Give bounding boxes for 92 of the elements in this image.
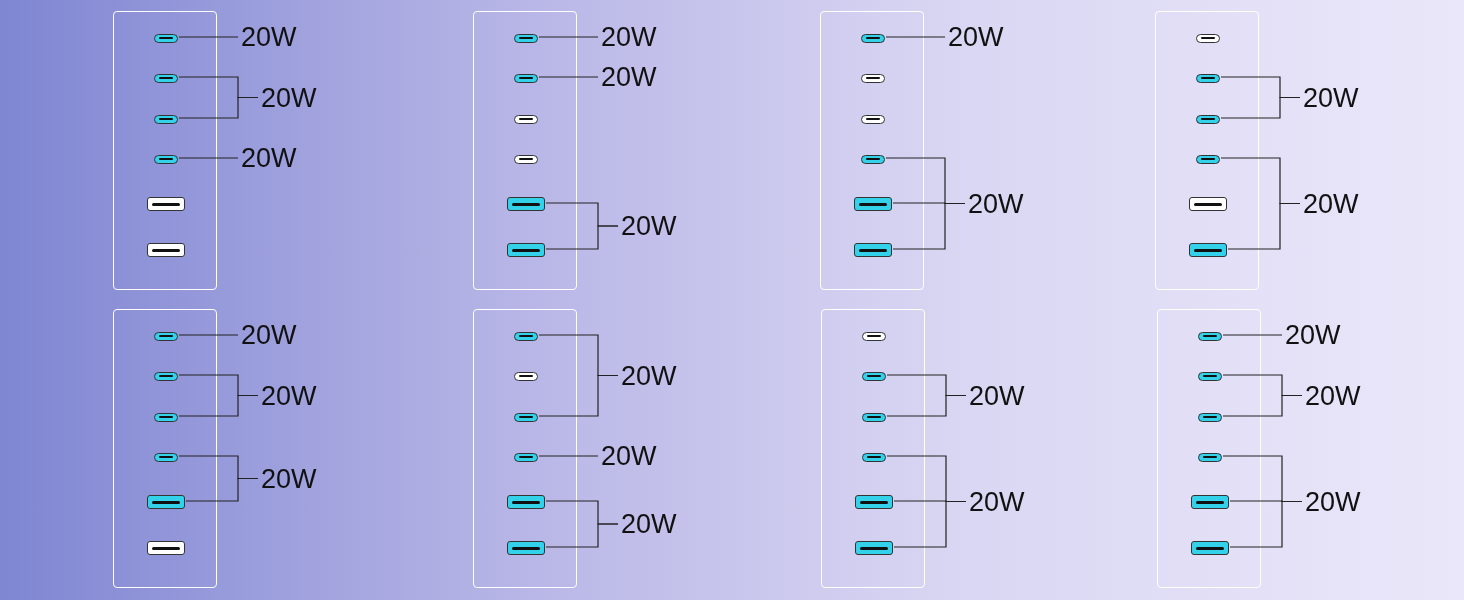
usb-a-port [1191, 495, 1229, 509]
usb-c-port [1196, 33, 1220, 43]
power-label: 20W [241, 143, 297, 173]
usb-a-port [1189, 243, 1227, 257]
usb-c-port [514, 331, 538, 341]
power-label: 20W [241, 22, 297, 52]
connector-line [545, 523, 619, 548]
usb-c-port [514, 33, 538, 43]
connector-line [178, 334, 239, 336]
power-label: 20W [969, 486, 1025, 517]
usb-a-port [147, 495, 185, 509]
usb-c-port [514, 452, 538, 462]
usb-a-port [1191, 541, 1229, 555]
power-label: 20W [241, 320, 297, 350]
port-panel [473, 11, 577, 290]
power-label: 20W [968, 188, 1024, 219]
port-panel [113, 11, 217, 290]
usb-c-port [514, 371, 538, 381]
usb-c-port [1198, 452, 1222, 462]
usb-c-port [1196, 114, 1220, 124]
power-label: 20W [621, 360, 677, 391]
usb-c-port [862, 412, 886, 422]
connector-line [1222, 334, 1283, 336]
power-label: 20W [1285, 320, 1341, 350]
usb-a-port [507, 197, 545, 211]
usb-a-port [1189, 197, 1227, 211]
usb-a-port [147, 541, 185, 555]
connector-line [893, 500, 967, 548]
connector-line [1227, 202, 1301, 250]
power-label: 20W [1303, 82, 1359, 113]
usb-a-port [507, 243, 545, 257]
usb-a-port [855, 541, 893, 555]
port-panel [1155, 11, 1259, 290]
power-label: 20W [621, 211, 677, 241]
usb-c-port [1196, 154, 1220, 164]
power-label: 20W [261, 463, 317, 494]
usb-c-port [154, 33, 178, 43]
usb-c-port [1198, 371, 1222, 381]
usb-c-port [1198, 331, 1222, 341]
connector-line [892, 202, 966, 250]
power-label: 20W [261, 82, 317, 113]
power-label: 20W [261, 380, 317, 411]
usb-a-port [854, 197, 892, 211]
power-label: 20W [969, 380, 1025, 411]
connector-line [538, 76, 599, 78]
usb-a-port [507, 541, 545, 555]
usb-c-port [514, 154, 538, 164]
usb-c-port [861, 154, 885, 164]
connector-line [178, 157, 239, 159]
usb-c-port [514, 114, 538, 124]
usb-c-port [861, 73, 885, 83]
usb-c-port [514, 73, 538, 83]
usb-c-port [154, 331, 178, 341]
connector-line [178, 36, 239, 38]
usb-c-port [861, 33, 885, 43]
usb-a-port [147, 197, 185, 211]
usb-c-port [862, 452, 886, 462]
usb-c-port [1198, 412, 1222, 422]
usb-c-port [862, 371, 886, 381]
port-panel [113, 309, 217, 588]
usb-a-port [854, 243, 892, 257]
usb-c-port [154, 371, 178, 381]
usb-a-port [855, 495, 893, 509]
connector-line [538, 36, 599, 38]
port-panel [821, 309, 925, 588]
usb-c-port [154, 452, 178, 462]
usb-c-port [154, 73, 178, 83]
usb-c-port [154, 114, 178, 124]
power-label: 20W [621, 509, 677, 539]
power-label: 20W [601, 62, 657, 92]
port-panel [820, 11, 924, 290]
usb-a-port [507, 495, 545, 509]
usb-a-port [147, 243, 185, 257]
port-panel [473, 309, 577, 588]
connector-line [538, 455, 599, 457]
power-label: 20W [601, 22, 657, 52]
usb-c-port [514, 412, 538, 422]
usb-c-port [154, 154, 178, 164]
power-label: 20W [1303, 188, 1359, 219]
power-label: 20W [948, 22, 1004, 52]
connector-line [545, 225, 619, 250]
usb-c-port [862, 331, 886, 341]
usb-c-port [861, 114, 885, 124]
connector-line [538, 374, 619, 417]
power-label: 20W [1305, 380, 1361, 411]
power-label: 20W [601, 441, 657, 471]
connector-line [1229, 500, 1303, 548]
usb-c-port [1196, 73, 1220, 83]
connector-line [885, 36, 946, 38]
power-label: 20W [1305, 486, 1361, 517]
port-panel [1157, 309, 1261, 588]
usb-c-port [154, 412, 178, 422]
